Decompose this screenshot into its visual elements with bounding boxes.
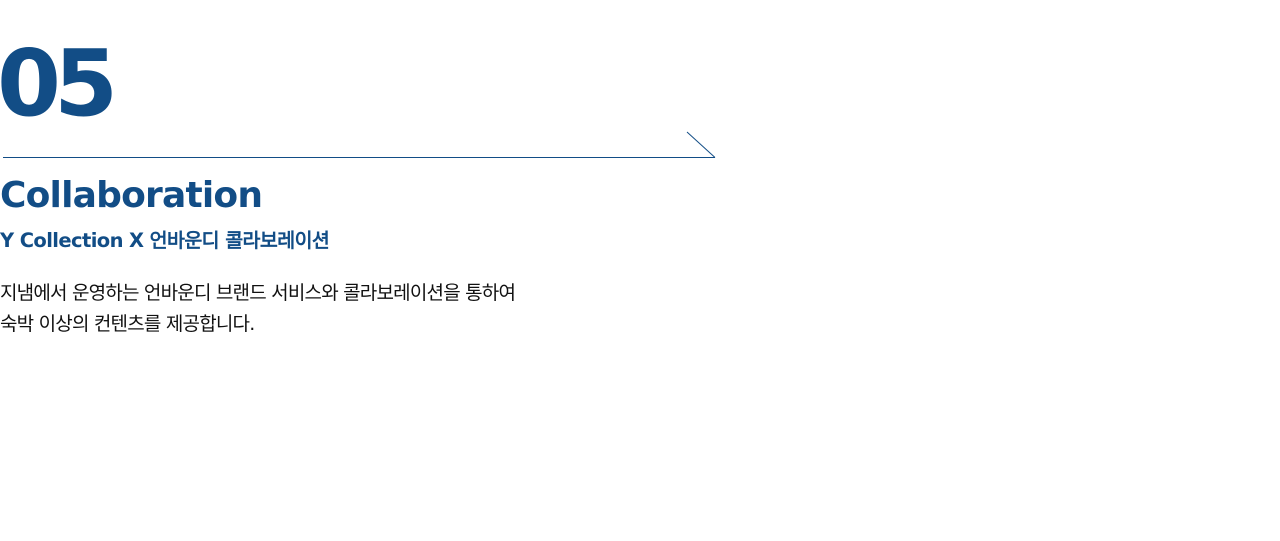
section-subtitle: Y Collection X 언바운디 콜라보레이션 — [0, 229, 330, 252]
description-line: 지냄에서 운영하는 언바운디 브랜드 서비스와 콜라보레이션을 통하여 — [0, 282, 516, 304]
section-number: 05 — [0, 30, 118, 137]
section-description: 지냄에서 운영하는 언바운디 브랜드 서비스와 콜라보레이션을 통하여 숙박 이… — [0, 278, 700, 340]
section-divider-line — [3, 131, 716, 158]
description-line: 숙박 이상의 컨텐츠를 제공합니다. — [0, 313, 255, 335]
section-title: Collaboration — [0, 175, 263, 216]
